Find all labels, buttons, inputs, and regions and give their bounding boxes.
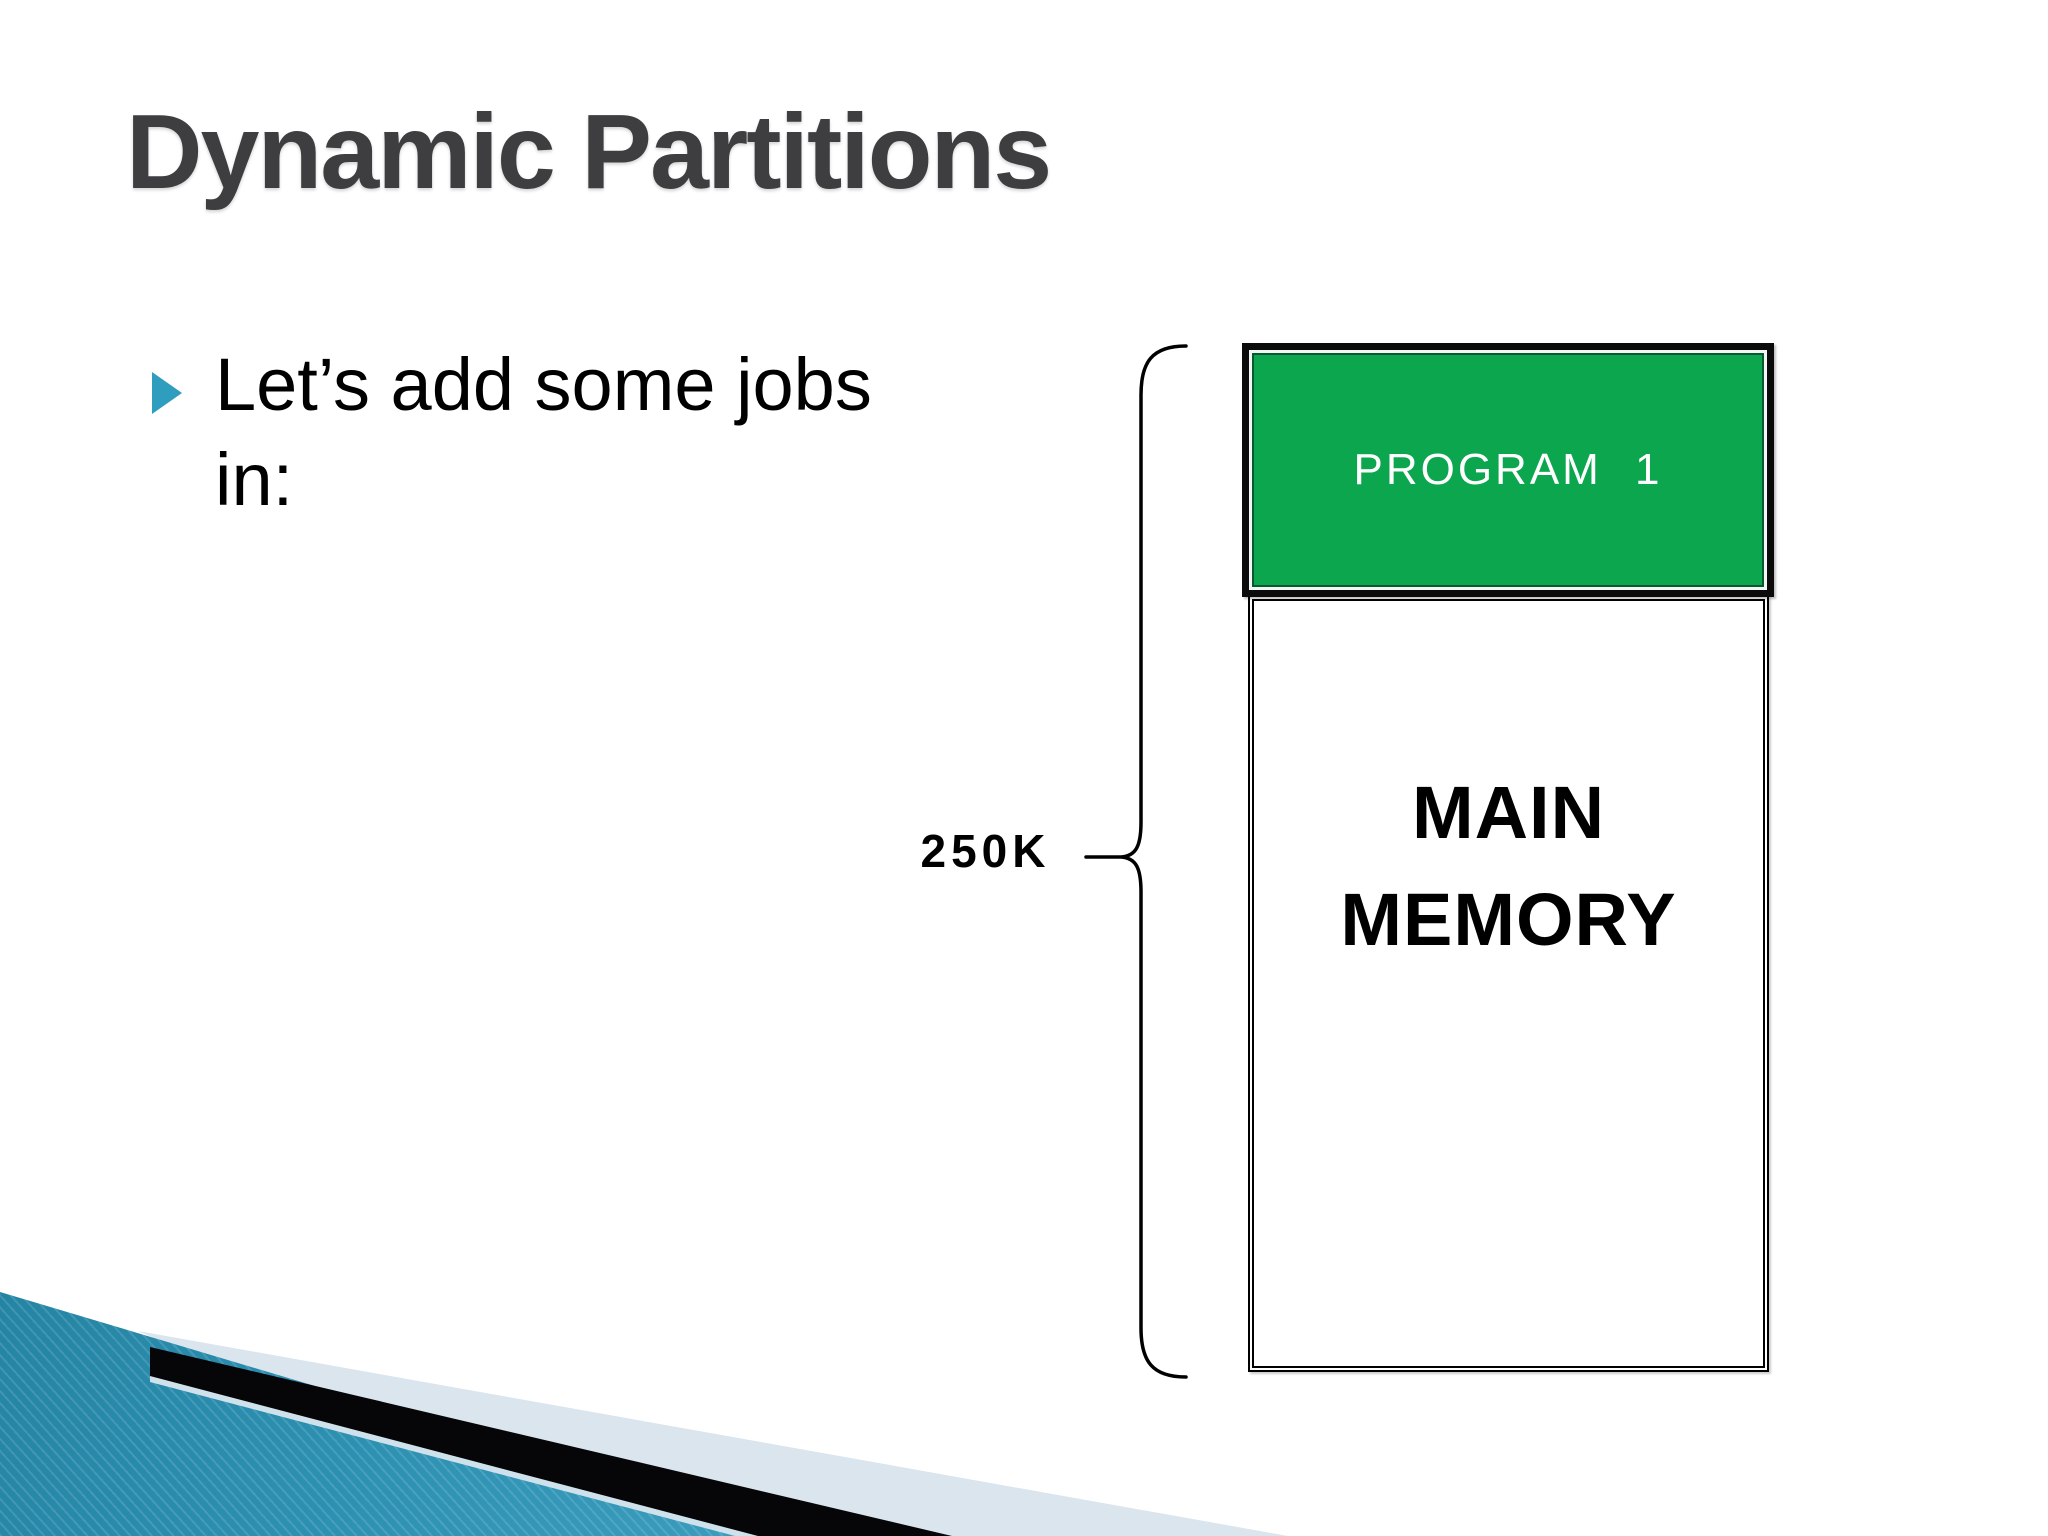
main-memory-box: MAIN MEMORY — [1248, 595, 1769, 1372]
page-title: Dynamic Partitions — [126, 93, 1052, 211]
program1-label: PROGRAM 1 — [1353, 445, 1663, 494]
bullet-triangle-icon — [152, 372, 182, 414]
bullet-text: Let’s add some jobs in: — [215, 343, 872, 521]
program1-box: PROGRAM 1 — [1242, 343, 1774, 597]
main-memory-label: MAIN MEMORY — [1340, 771, 1677, 962]
memory-size-label: 250K — [920, 825, 1051, 877]
